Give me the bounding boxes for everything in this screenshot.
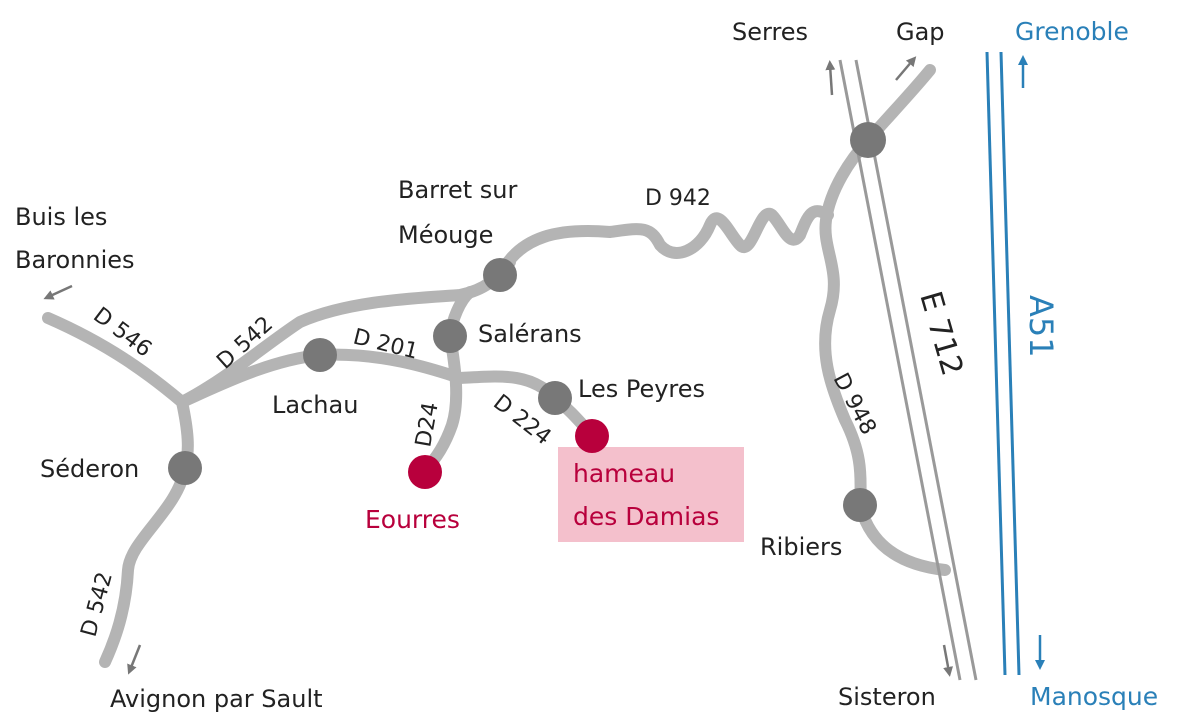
road-d948: [819, 134, 951, 576]
road-d542-north: [176, 256, 516, 408]
arrow-buis-icon: [43, 284, 73, 300]
label-gap: Gap: [896, 18, 945, 46]
place-labels: Buis les Baronnies Barret sur Méouge Ser…: [15, 17, 1158, 713]
highway-a51: [985, 51, 1021, 676]
label-road-e712: E 712: [912, 288, 969, 380]
arrow-avignon-icon: [127, 644, 142, 675]
marker-junction-e712: [850, 122, 886, 158]
marker-lachau: [303, 338, 337, 372]
road-network: [42, 64, 951, 668]
arrow-sisteron-icon: [942, 644, 954, 677]
label-buis-line1: Buis les: [15, 203, 107, 231]
label-damias-line1: hameau: [573, 459, 675, 488]
label-grenoble: Grenoble: [1015, 17, 1129, 46]
marker-ribiers: [843, 488, 877, 522]
road-d546: [42, 312, 188, 408]
label-eourres: Eourres: [365, 505, 460, 534]
road-d542-south: [99, 396, 194, 668]
label-avignon: Avignon par Sault: [110, 685, 323, 713]
label-barret-line2: Méouge: [398, 221, 493, 249]
marker-barret: [483, 258, 517, 292]
road-d201: [176, 348, 561, 408]
label-les-peyres: Les Peyres: [578, 375, 705, 403]
town-markers: [168, 122, 886, 522]
label-road-a51: A51: [1022, 295, 1060, 358]
arrow-serres-icon: [825, 60, 836, 96]
marker-eourres: [408, 455, 442, 489]
label-ribiers: Ribiers: [760, 533, 842, 561]
label-serres: Serres: [732, 18, 808, 46]
damias-highlight-box: [558, 447, 744, 542]
label-sederon: Séderon: [40, 455, 139, 483]
label-damias-line2: des Damias: [573, 502, 719, 531]
marker-les-peyres: [538, 381, 572, 415]
marker-salerans: [433, 319, 467, 353]
label-road-d942: D 942: [645, 186, 711, 211]
label-barret-line1: Barret sur: [398, 176, 517, 204]
marker-damias: [575, 419, 609, 453]
label-manosque: Manosque: [1030, 682, 1158, 711]
label-buis-line2: Baronnies: [15, 246, 135, 274]
direction-arrows: [43, 55, 1045, 677]
label-salerans: Salérans: [478, 320, 582, 348]
label-sisteron: Sisteron: [838, 683, 936, 711]
road-e712: [838, 59, 978, 681]
road-d942: [494, 205, 834, 281]
label-lachau: Lachau: [272, 391, 358, 419]
marker-sederon: [168, 451, 202, 485]
arrow-gap-icon: [895, 56, 917, 81]
